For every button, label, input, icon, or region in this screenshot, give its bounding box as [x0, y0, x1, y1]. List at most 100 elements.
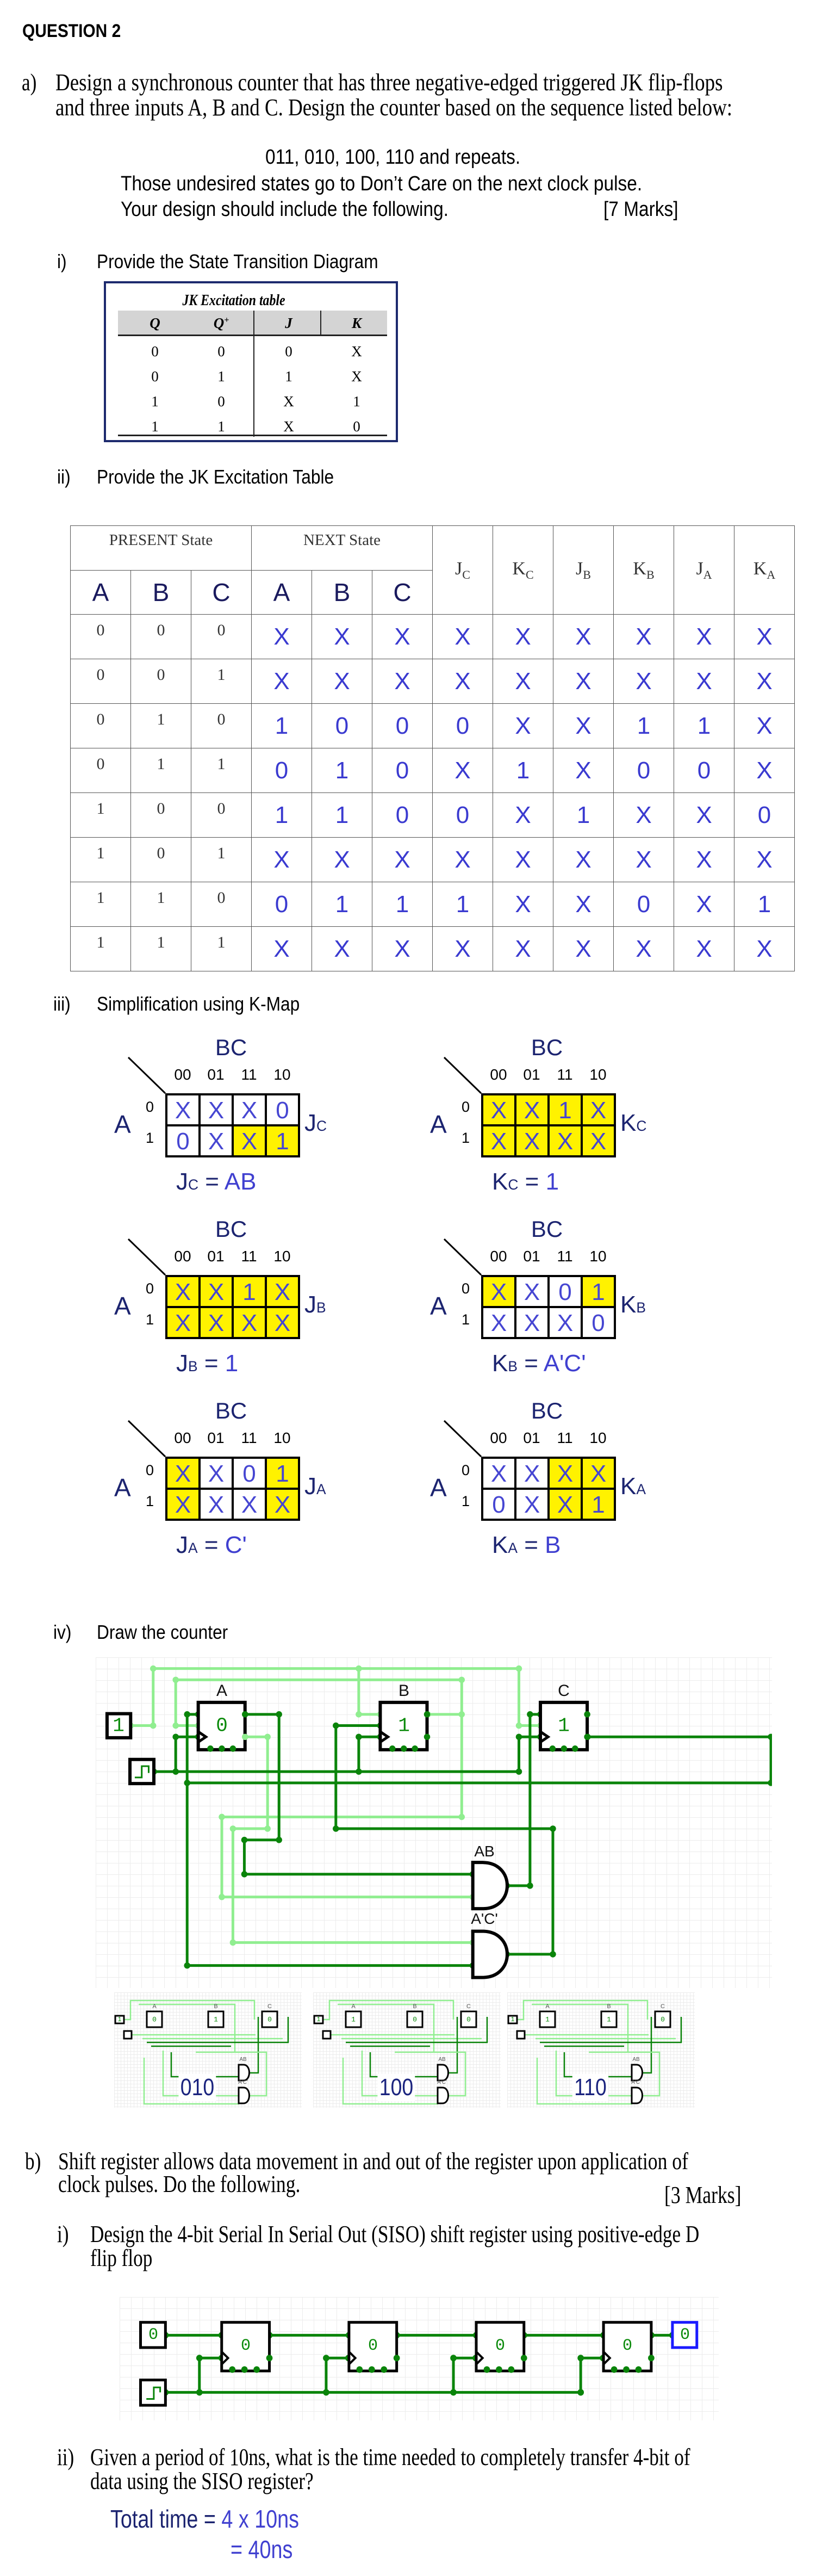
- wire-junction-dot: [196, 2389, 203, 2396]
- input-value: 1: [117, 2016, 122, 2023]
- equation-lhs: K: [492, 1168, 508, 1195]
- kmap-col-label: 00: [490, 1248, 507, 1265]
- kmap-row-var: A: [114, 1110, 131, 1138]
- input-switch: [313, 2015, 324, 2024]
- jk-cell: X: [734, 748, 795, 793]
- flip-flop-state: 1: [214, 2015, 218, 2024]
- diagonal-line: [127, 1420, 166, 1458]
- kmap-row-label: 1: [146, 1493, 154, 1509]
- jk-excitation-header-0: Q: [144, 315, 166, 332]
- jk-excitation-header-2: J: [278, 315, 300, 332]
- jk-excitation-cell: X: [351, 343, 362, 360]
- wire-junction-dot: [389, 1745, 396, 1752]
- kmap-col-var: BC: [215, 1398, 247, 1423]
- question-title: QUESTION 2: [22, 21, 121, 41]
- next-cell: X: [372, 837, 433, 882]
- jk-column-header: JB: [553, 525, 614, 615]
- diagonal-line: [443, 1238, 482, 1276]
- jk-cell: X: [613, 792, 674, 838]
- jk-cell: X: [553, 614, 614, 659]
- high-wire: [338, 2003, 435, 2052]
- kmap-col-label: 00: [174, 1248, 191, 1265]
- gate-label-ab: AB: [632, 2057, 640, 2063]
- jk-flip-flop-C: [540, 1702, 587, 1750]
- wire-junction-dot: [172, 1733, 179, 1741]
- jk-cell: X: [734, 837, 795, 882]
- wire-junction-dot: [527, 1711, 533, 1718]
- next-cell: X: [251, 659, 312, 704]
- kmap-cell: 1: [549, 1094, 582, 1125]
- jk-letter: J: [576, 558, 583, 579]
- present-state-header: PRESENT State: [70, 525, 252, 571]
- clock-notch-icon: [476, 2352, 483, 2364]
- jk-letter: K: [753, 558, 767, 579]
- kmap-cell: X: [515, 1307, 549, 1338]
- jk-cell: X: [674, 837, 734, 882]
- serial-input-value[interactable]: 0: [148, 2326, 159, 2344]
- kmap-col-var: BC: [531, 1398, 563, 1423]
- output-subscript: C: [636, 1118, 647, 1134]
- flip-flop-label: A: [545, 2003, 550, 2010]
- clock-notch-icon: [540, 1732, 548, 1742]
- next-cell: 0: [251, 748, 312, 793]
- wire-junction-dot: [333, 1825, 339, 1832]
- high-wire: [395, 2051, 466, 2097]
- kmap-equation: KA = B: [492, 1532, 561, 1559]
- kmap-col-label: 10: [273, 1248, 291, 1265]
- wire-junction-dot: [229, 2366, 236, 2373]
- and-gate: [631, 2064, 643, 2082]
- kmap-cell: 1: [233, 1276, 266, 1307]
- wire-junction-dot: [368, 2366, 375, 2373]
- wire-junction-dot: [450, 2389, 457, 2396]
- next-cell: X: [372, 926, 433, 971]
- clock-source: [322, 2030, 332, 2040]
- wire-junction-dot: [577, 2389, 584, 2396]
- snapshot-state-label: 110: [572, 2074, 609, 2101]
- wire-junction-dot: [768, 1733, 772, 1741]
- wire-junction-dot: [184, 1780, 190, 1786]
- wire-junction-dot: [241, 1836, 248, 1843]
- d-flip-flop-state: 0: [622, 2337, 633, 2355]
- equation-rhs: C': [225, 1532, 247, 1558]
- jk-cell: X: [674, 926, 734, 971]
- jk-excitation-title: JK Excitation table: [182, 292, 285, 309]
- jk-excitation-cell: 1: [217, 368, 225, 385]
- and-gate: [437, 2086, 449, 2104]
- kmap-cell: X: [482, 1276, 515, 1307]
- low-wire: [326, 2358, 348, 2392]
- and-gate: [238, 2086, 250, 2104]
- wire-junction-dot: [515, 1733, 522, 1741]
- jk-flip-flop: [539, 2010, 556, 2028]
- jk-cell: X: [613, 659, 674, 704]
- kmap-cell: X: [482, 1094, 515, 1125]
- kmap-cell: 0: [233, 1458, 266, 1489]
- input-switch: [107, 1714, 130, 1738]
- wire-junction-dot: [172, 1676, 179, 1683]
- equation-rhs: AB: [224, 1168, 257, 1195]
- flip-flop-state: 0: [267, 2015, 272, 2024]
- gate-label-ab: AB: [239, 2057, 247, 2063]
- part-b-marks: [3 Marks]: [664, 2182, 742, 2208]
- jk-cell: X: [553, 926, 614, 971]
- answer-equals: =: [231, 2535, 248, 2563]
- jk-excitation-cell: 1: [151, 418, 159, 435]
- wire-junction-dot: [229, 1745, 236, 1752]
- low-wire: [449, 2017, 458, 2074]
- wire-junction-dot: [172, 1722, 179, 1729]
- next-cell: X: [251, 926, 312, 971]
- part-a-line-2: and three inputs A, B and C. Design the …: [55, 94, 733, 121]
- wire-junction-dot: [584, 1733, 590, 1741]
- equation-rhs: 1: [545, 1168, 559, 1195]
- answer-prefix: Total time =: [110, 2505, 222, 2533]
- jk-cell: 0: [734, 792, 795, 838]
- input-switch: [114, 2015, 125, 2024]
- part-b-line-2: clock pulses. Do the following.: [58, 2171, 301, 2197]
- jk-cell: X: [432, 837, 493, 882]
- flip-flop-label: B: [398, 1682, 410, 1700]
- jk-flip-flop: [146, 2010, 163, 2028]
- input-value[interactable]: 1: [113, 1714, 124, 1737]
- kmap-col-label: 11: [557, 1248, 573, 1265]
- flip-flop-state: 0: [661, 2015, 665, 2024]
